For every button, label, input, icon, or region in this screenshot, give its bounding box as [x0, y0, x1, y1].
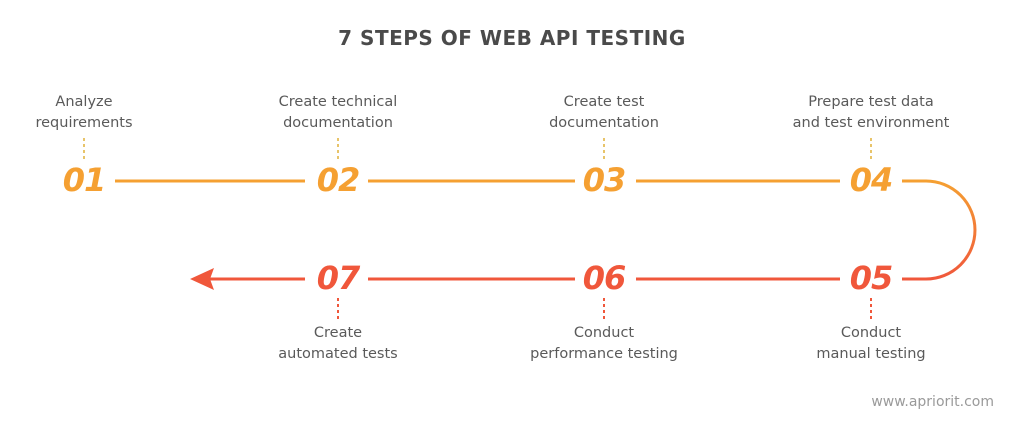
step-number-02: 02: [316, 161, 361, 199]
step-number-06: 06: [582, 259, 627, 297]
connector-04-05-curve: [902, 179, 977, 281]
website-watermark: www.apriorit.com: [871, 394, 994, 410]
step-number-04: 04: [849, 161, 894, 199]
step-number-05: 05: [849, 259, 894, 297]
step-number-07: 07: [316, 259, 361, 297]
arrow-head-icon: [190, 268, 214, 290]
step-number-03: 03: [582, 161, 627, 199]
diagram-title: 7 STEPS OF WEB API TESTING: [338, 26, 686, 50]
step-number-01: 01: [62, 161, 107, 199]
